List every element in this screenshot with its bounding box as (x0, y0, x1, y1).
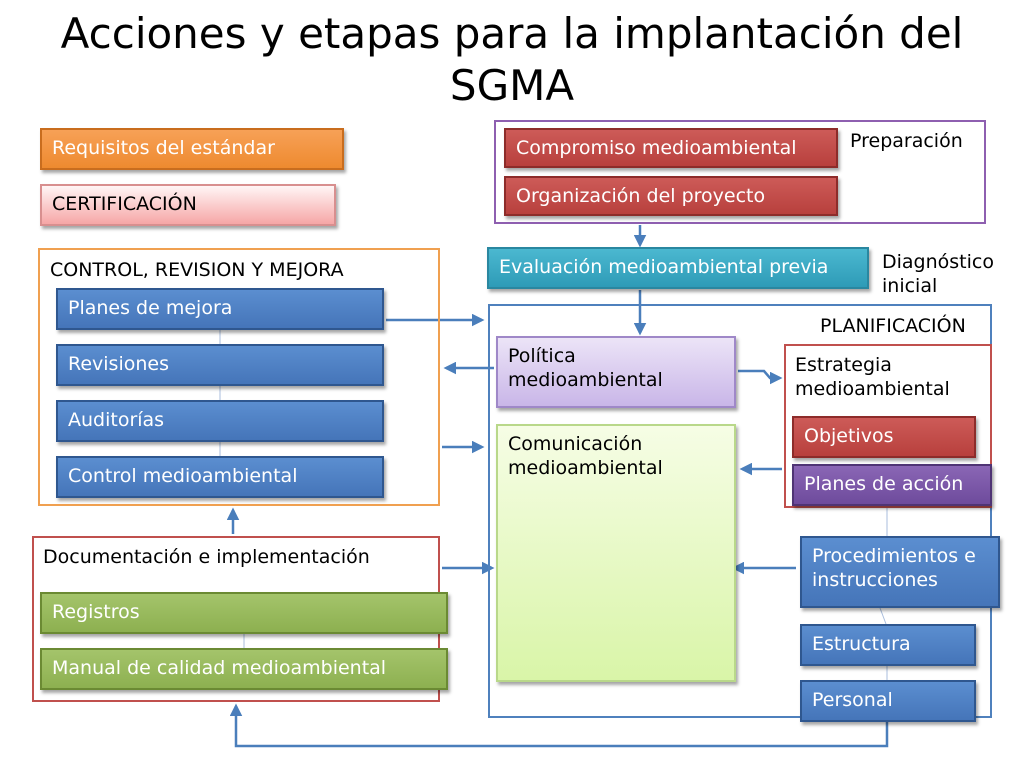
objetivos-box: Objetivos (792, 416, 976, 458)
preparacion-label: Preparación (850, 130, 963, 152)
requisitos-legend: Requisitos del estándar (40, 128, 344, 170)
estructura-box: Estructura (800, 624, 976, 666)
comunicacion-box: Comunicación medioambiental (496, 424, 736, 682)
compromiso-box: Compromiso medioambiental (504, 128, 838, 168)
registros-box: Registros (40, 592, 448, 634)
diagnostico-label: Diagnóstico inicial (882, 251, 994, 297)
auditorias-box: Auditorías (56, 400, 384, 442)
certificacion-legend: CERTIFICACIÓN (40, 184, 336, 226)
planificacion-label: PLANIFICACIÓN (820, 315, 966, 337)
preparacion-frame (494, 120, 986, 224)
planificacion-frame (488, 304, 992, 718)
personal-box: Personal (800, 680, 976, 722)
estrategia-frame (784, 344, 992, 508)
control-label: CONTROL, REVISION Y MEJORA (50, 259, 344, 281)
planes-accion-box: Planes de acción (792, 464, 992, 506)
organizacion-box: Organización del proyecto (504, 176, 838, 216)
documentacion-label: Documentación e implementación (43, 546, 370, 568)
manual-box: Manual de calidad medioambiental (40, 648, 448, 690)
control-frame (38, 248, 440, 506)
estrategia-label: Estrategia medioambiental (795, 354, 950, 400)
procedimientos-box: Procedimientos e instrucciones (800, 536, 1000, 608)
page-title: Acciones y etapas para la implantación d… (60, 9, 964, 110)
planes-mejora-box: Planes de mejora (56, 288, 384, 330)
control-medioambiental-box: Control medioambiental (56, 456, 384, 498)
evaluacion-box: Evaluación medioambiental previa (487, 247, 869, 289)
politica-box: Política medioambiental (496, 336, 736, 408)
revisiones-box: Revisiones (56, 344, 384, 386)
